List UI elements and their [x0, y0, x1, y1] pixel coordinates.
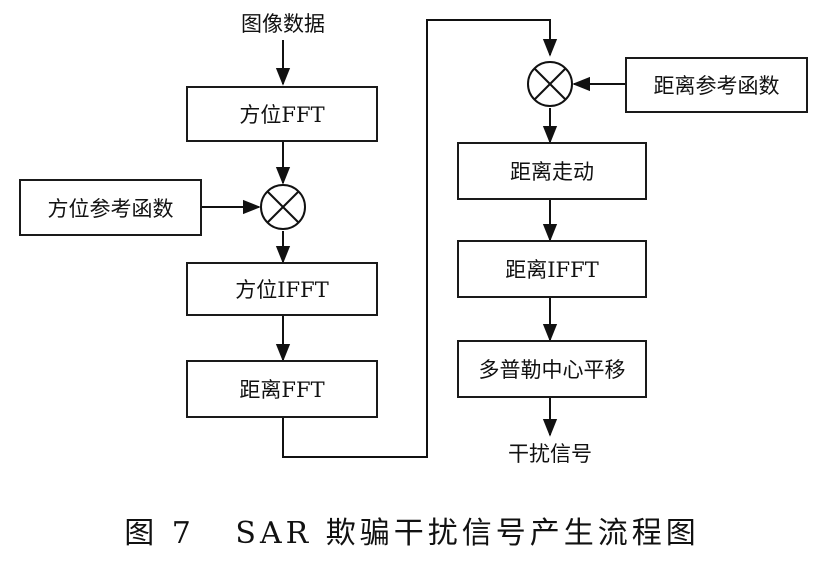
azimuth-ref-function-box: 方位参考函数 [19, 179, 202, 236]
doppler-center-shift-box: 多普勒中心平移 [457, 340, 647, 398]
input-label: 图像数据 [241, 12, 325, 36]
range-multiplier-icon [527, 61, 573, 107]
output-label: 干扰信号 [508, 442, 592, 466]
azimuth-multiplier-icon [260, 184, 306, 230]
figure-caption: 图 7 SAR 欺骗干扰信号产生流程图 [124, 516, 700, 551]
range-ref-function-box: 距离参考函数 [625, 57, 808, 113]
range-ifft-box: 距离IFFT [457, 240, 647, 298]
crossover-connector [282, 19, 558, 458]
azimuth-ifft-box: 方位IFFT [186, 262, 378, 316]
range-fft-box: 距离FFT [186, 360, 378, 418]
range-migration-box: 距离走动 [457, 142, 647, 200]
azimuth-fft-box: 方位FFT [186, 86, 378, 142]
